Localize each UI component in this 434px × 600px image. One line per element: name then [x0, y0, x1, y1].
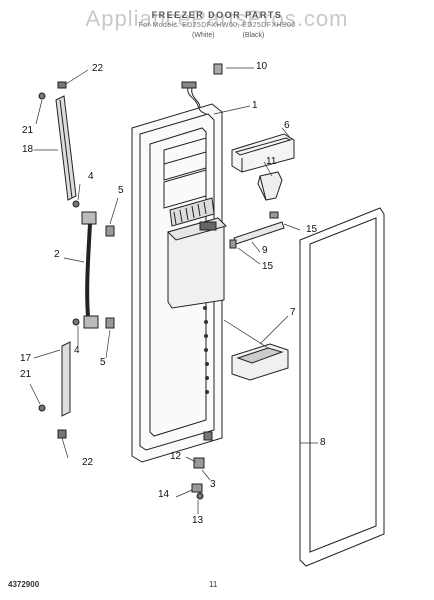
- callout-15-left: 15: [262, 261, 274, 272]
- model-subtitle: For Models: ED25DFXHW00, ED25DFXHB00: [138, 22, 296, 29]
- callout-7: 7: [290, 307, 296, 318]
- diagram-title: FREEZER DOOR PARTS: [151, 10, 283, 20]
- door-handle: [81, 211, 99, 329]
- callout-18: 18: [22, 144, 34, 155]
- callout-5-bottom: 5: [100, 357, 106, 368]
- screws-and-clips: [38, 81, 213, 500]
- wire-harness: [181, 63, 223, 115]
- callout-3: 3: [210, 479, 216, 490]
- callout-22-bottom: 22: [82, 457, 94, 468]
- callout-4-top: 4: [88, 171, 94, 182]
- leader-lines: [29, 67, 318, 514]
- callout-21-bottom: 21: [20, 369, 32, 380]
- callout-2: 2: [54, 249, 60, 260]
- document-number: 4372900: [8, 580, 40, 589]
- callout-14: 14: [158, 489, 170, 500]
- callout-8: 8: [320, 437, 326, 448]
- door-gasket: [299, 207, 385, 567]
- ice-chute-funnel: [257, 171, 283, 201]
- callout-22-top: 22: [92, 63, 104, 74]
- door-shelf-bin: [231, 133, 295, 173]
- upper-handle-trim: [55, 95, 77, 201]
- door-panel: [131, 103, 227, 463]
- color-variants: (White) (Black): [192, 32, 312, 39]
- callout-15-right: 15: [306, 224, 318, 235]
- watermark: AppliancePartsPros.com: [85, 6, 349, 31]
- ice-chute-housing: [167, 217, 227, 309]
- callout-12: 12: [170, 451, 182, 462]
- variant-white: (White): [192, 32, 215, 39]
- callout-5-top: 5: [118, 185, 124, 196]
- callout-9: 9: [262, 245, 268, 256]
- callout-17: 17: [20, 353, 32, 364]
- variant-black: (Black): [242, 32, 265, 39]
- ice-bucket: [231, 343, 289, 381]
- callout-13: 13: [192, 515, 204, 526]
- callout-4-bottom: 4: [74, 345, 80, 356]
- page-number: 11: [209, 580, 218, 589]
- callout-1: 1: [252, 100, 258, 111]
- callout-10: 10: [256, 61, 268, 72]
- callout-6: 6: [284, 120, 290, 131]
- trim-strip: [229, 211, 285, 249]
- callout-21-top: 21: [22, 125, 34, 136]
- dispenser-grille: [169, 197, 215, 227]
- lower-handle-trim: [61, 341, 71, 417]
- callout-11: 11: [266, 156, 277, 167]
